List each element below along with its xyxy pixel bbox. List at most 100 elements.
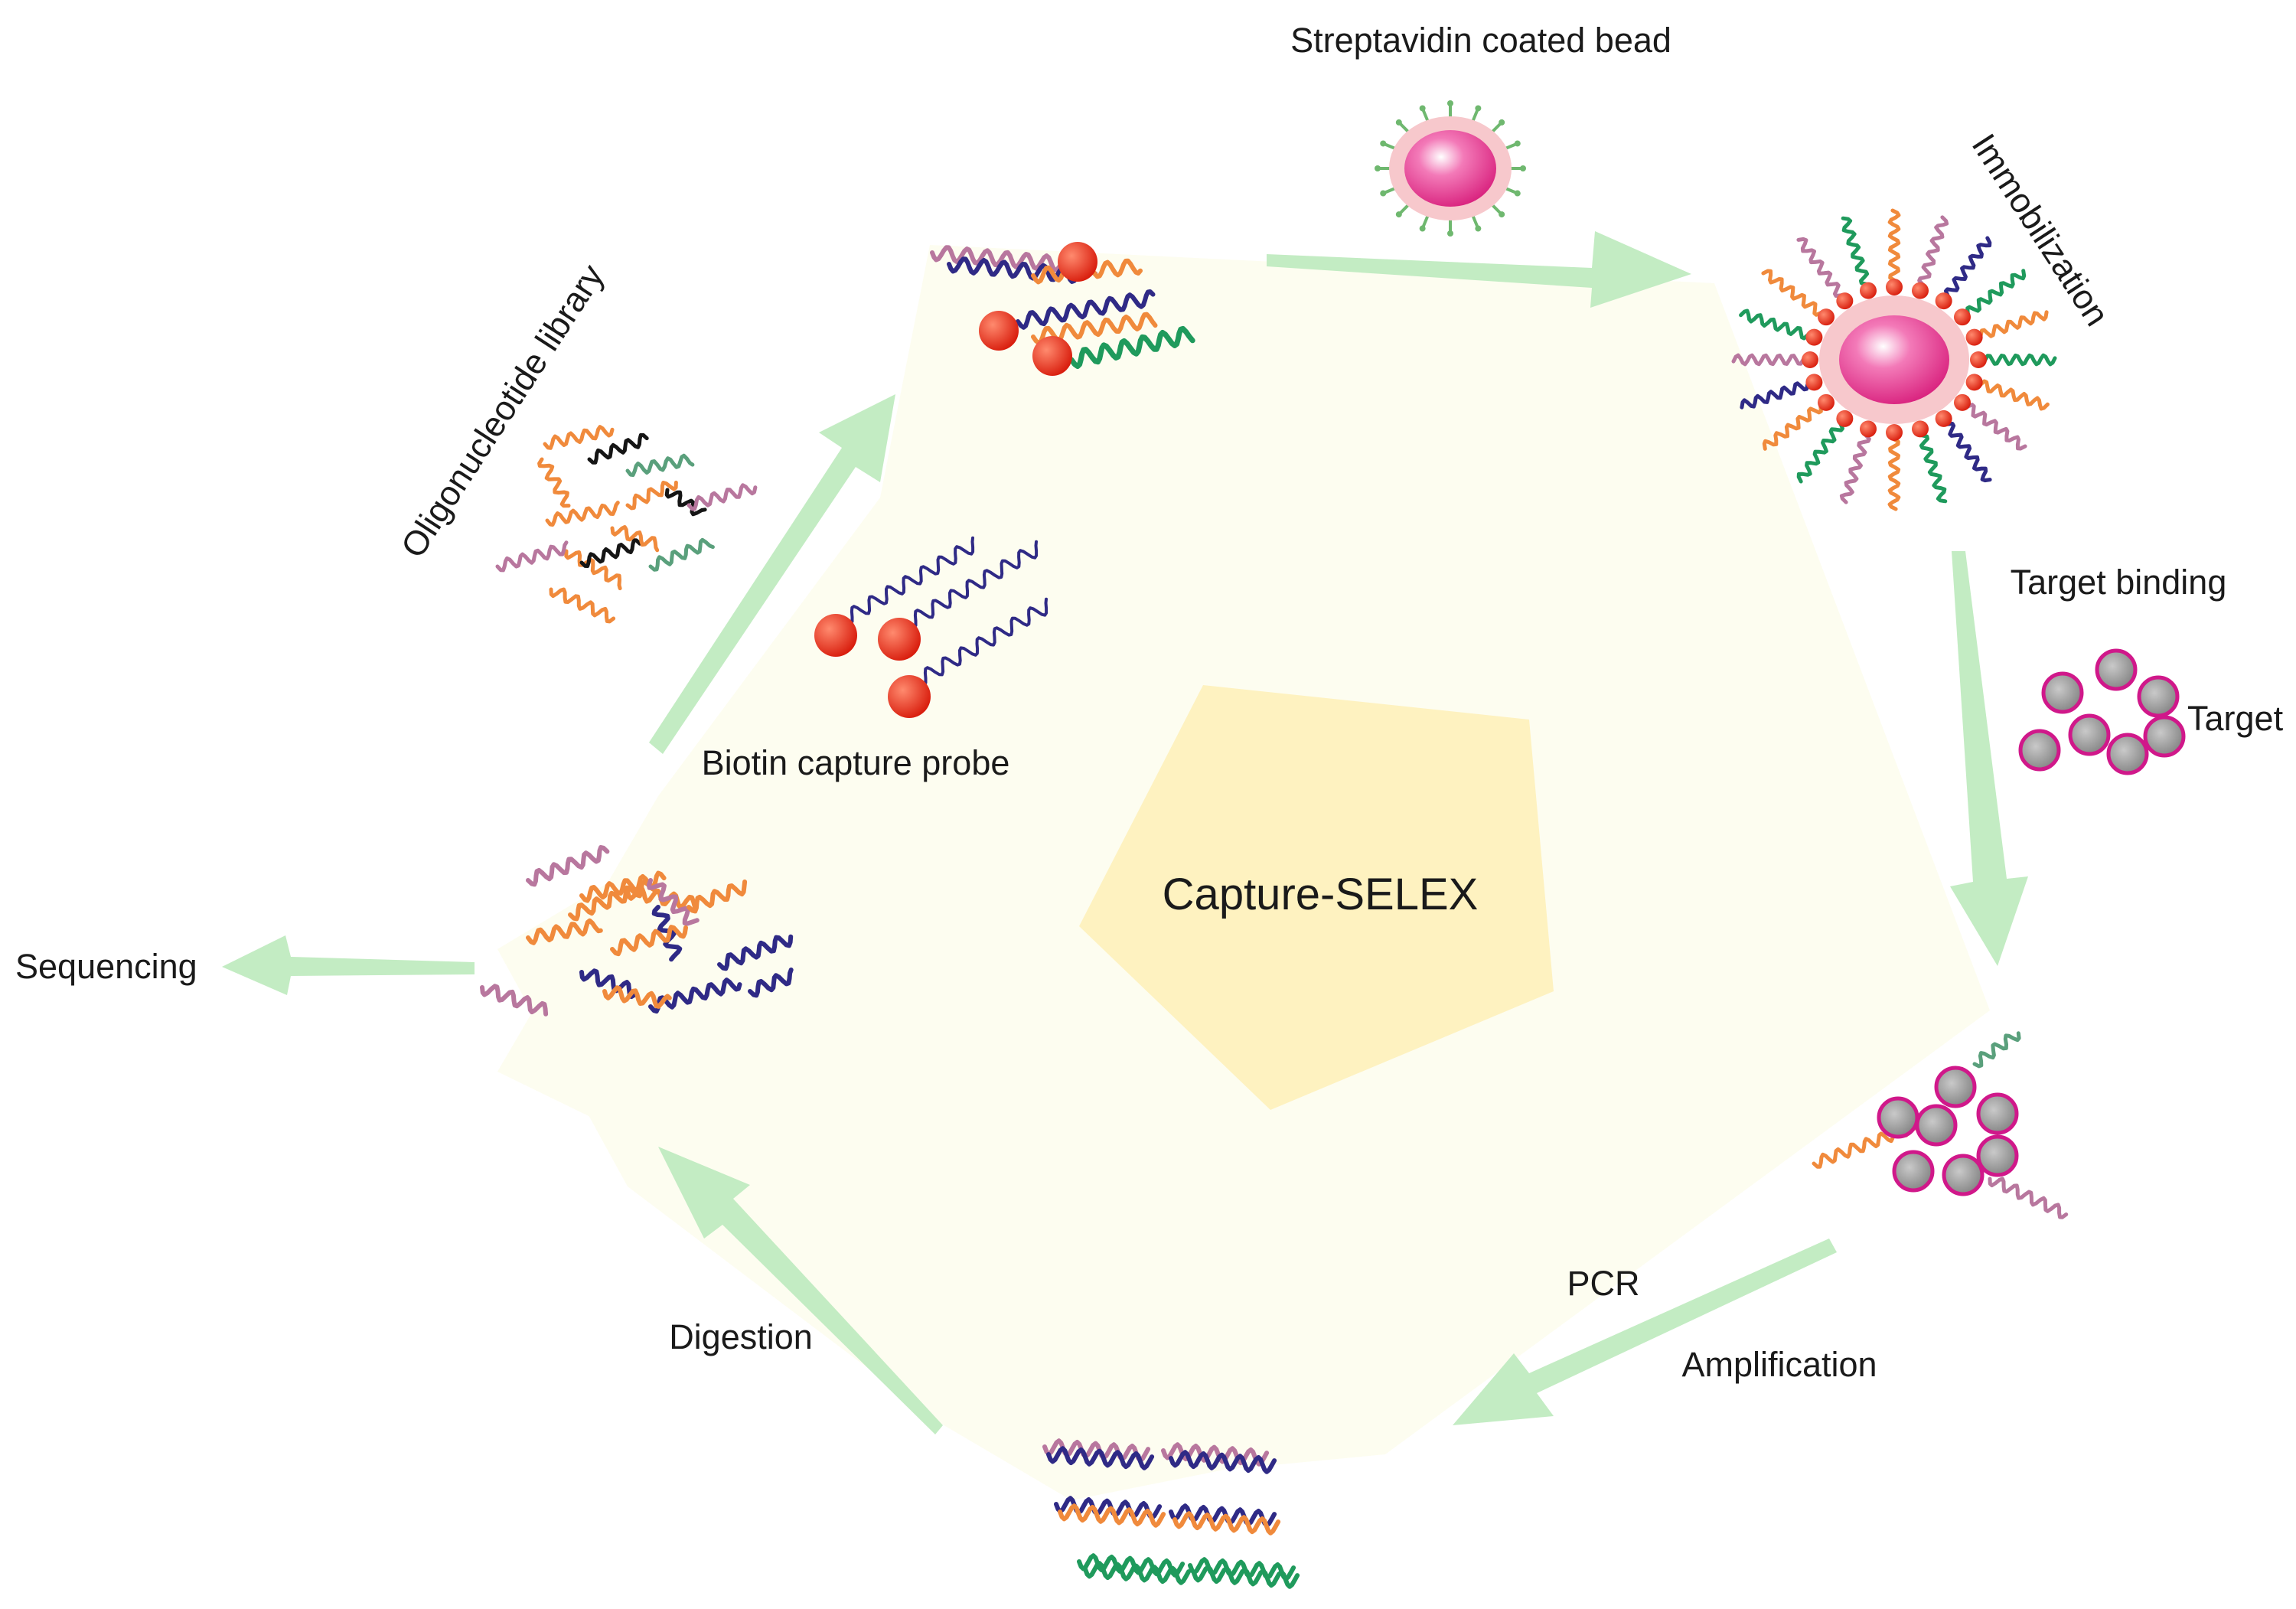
dna-strand bbox=[664, 488, 707, 517]
biotin-ball bbox=[1953, 308, 1971, 326]
dna-strand bbox=[495, 540, 569, 573]
dna-strand bbox=[545, 501, 620, 527]
dna-strand bbox=[587, 432, 649, 465]
streptavidin-tip bbox=[1514, 140, 1521, 147]
target-molecule bbox=[1976, 1092, 2019, 1135]
biotin-ball bbox=[1886, 279, 1903, 295]
arrow-target-binding bbox=[1950, 551, 2028, 966]
target-molecule bbox=[1942, 1154, 1985, 1196]
dna-strand bbox=[1042, 1438, 1151, 1463]
biotin-ball bbox=[1836, 410, 1854, 427]
dna-strand bbox=[1972, 310, 2049, 343]
dna-strand bbox=[905, 540, 1039, 629]
dna-strand bbox=[1972, 379, 2050, 411]
target-molecule bbox=[1877, 1096, 1919, 1139]
dna-strand bbox=[1739, 308, 1816, 341]
label-streptavidin-bead: Streptavidin coated bead bbox=[1290, 21, 1671, 60]
dna-strand bbox=[579, 968, 637, 1000]
dna-strand bbox=[625, 453, 695, 477]
dna-strand bbox=[1917, 215, 1949, 293]
biotin-ball bbox=[1818, 393, 1835, 411]
strand-layer bbox=[480, 208, 2069, 1589]
dna-strand bbox=[1058, 1503, 1166, 1528]
dna-strand bbox=[537, 457, 571, 508]
arrow-pcr bbox=[1453, 1239, 1837, 1425]
streptavidin-tip bbox=[1375, 165, 1381, 171]
biotin-ball bbox=[1886, 424, 1903, 441]
target-molecule bbox=[1934, 1066, 1977, 1108]
biotin-ball bbox=[1818, 308, 1835, 326]
immobilized-bead bbox=[1839, 315, 1949, 404]
dna-strand bbox=[579, 538, 642, 568]
dna-strand bbox=[1083, 1561, 1192, 1585]
dna-strand bbox=[1740, 377, 1816, 410]
streptavidin-tip bbox=[1447, 100, 1453, 106]
dna-strand bbox=[1169, 1450, 1277, 1474]
dna-strand bbox=[1887, 430, 1901, 511]
streptavidin-bead bbox=[1404, 130, 1496, 207]
dna-strand bbox=[1939, 416, 1992, 483]
dna-strand bbox=[1031, 312, 1158, 345]
arrow-to-bead bbox=[1267, 231, 1691, 308]
target-molecule bbox=[2068, 713, 2111, 756]
streptavidin-tip bbox=[1447, 230, 1453, 237]
biotin-ball bbox=[1935, 410, 1952, 427]
label-amplification: Amplification bbox=[1681, 1345, 1877, 1384]
dna-strand bbox=[1796, 237, 1849, 303]
biotin-ball bbox=[1953, 393, 1971, 411]
biotin-ball bbox=[1935, 292, 1952, 310]
biotin-ball bbox=[1805, 328, 1823, 346]
dna-strand bbox=[687, 483, 758, 511]
dna-strand bbox=[1841, 216, 1874, 293]
target-molecule bbox=[2041, 671, 2084, 714]
dna-strand bbox=[1077, 1553, 1186, 1578]
dna-strand bbox=[480, 984, 549, 1017]
center-pentagon bbox=[1079, 685, 1554, 1110]
label-pcr: PCR bbox=[1567, 1264, 1639, 1303]
dna-strand bbox=[1054, 1496, 1163, 1520]
dna-strand bbox=[1915, 426, 1948, 504]
dna-strand bbox=[717, 934, 794, 971]
dna-strand bbox=[1068, 325, 1195, 369]
dna-strand bbox=[1161, 1442, 1270, 1467]
dna-strand bbox=[1169, 1503, 1277, 1528]
target-molecule bbox=[2095, 648, 2138, 691]
target-molecule bbox=[2018, 729, 2061, 772]
biotin-probe-ball bbox=[814, 614, 857, 657]
streptavidin-tip bbox=[1419, 105, 1426, 112]
arrow-digestion bbox=[658, 1147, 943, 1434]
biotin-ball bbox=[1032, 336, 1072, 376]
dna-strand bbox=[648, 537, 715, 572]
biotin-ball bbox=[1911, 282, 1929, 299]
label-target-binding: Target binding bbox=[2011, 563, 2227, 602]
target-molecule bbox=[2143, 715, 2186, 758]
streptavidin-tip bbox=[1475, 105, 1482, 112]
streptavidin-tip bbox=[1380, 190, 1387, 197]
target-molecule bbox=[2137, 675, 2180, 718]
dna-strand bbox=[1976, 353, 2057, 367]
streptavidin-tip bbox=[1419, 225, 1426, 232]
biotin-ball bbox=[1805, 374, 1823, 391]
process-arrows bbox=[222, 231, 2028, 1434]
biotin-probe-ball bbox=[878, 618, 921, 661]
label-target: Target bbox=[2187, 699, 2284, 738]
dna-strand bbox=[1192, 1565, 1300, 1589]
biotin-probe-ball bbox=[888, 675, 931, 718]
dna-strand bbox=[610, 925, 688, 957]
dna-strand bbox=[610, 525, 660, 553]
arrow-sequencing bbox=[222, 935, 475, 995]
dna-strand bbox=[1942, 236, 1992, 304]
dna-strand bbox=[1762, 398, 1828, 451]
streptavidin-tip bbox=[1475, 225, 1482, 232]
streptavidin-tip bbox=[1499, 119, 1505, 126]
dna-strand bbox=[549, 587, 616, 624]
dna-strand bbox=[842, 536, 975, 625]
dna-strand bbox=[1188, 1557, 1296, 1581]
biotin-ball bbox=[979, 311, 1019, 351]
dna-strand bbox=[1959, 400, 2027, 451]
dna-strand bbox=[1988, 1177, 2069, 1219]
streptavidin-tip bbox=[1520, 165, 1526, 171]
biotin-ball bbox=[1058, 242, 1097, 282]
dna-strand bbox=[602, 985, 672, 1009]
